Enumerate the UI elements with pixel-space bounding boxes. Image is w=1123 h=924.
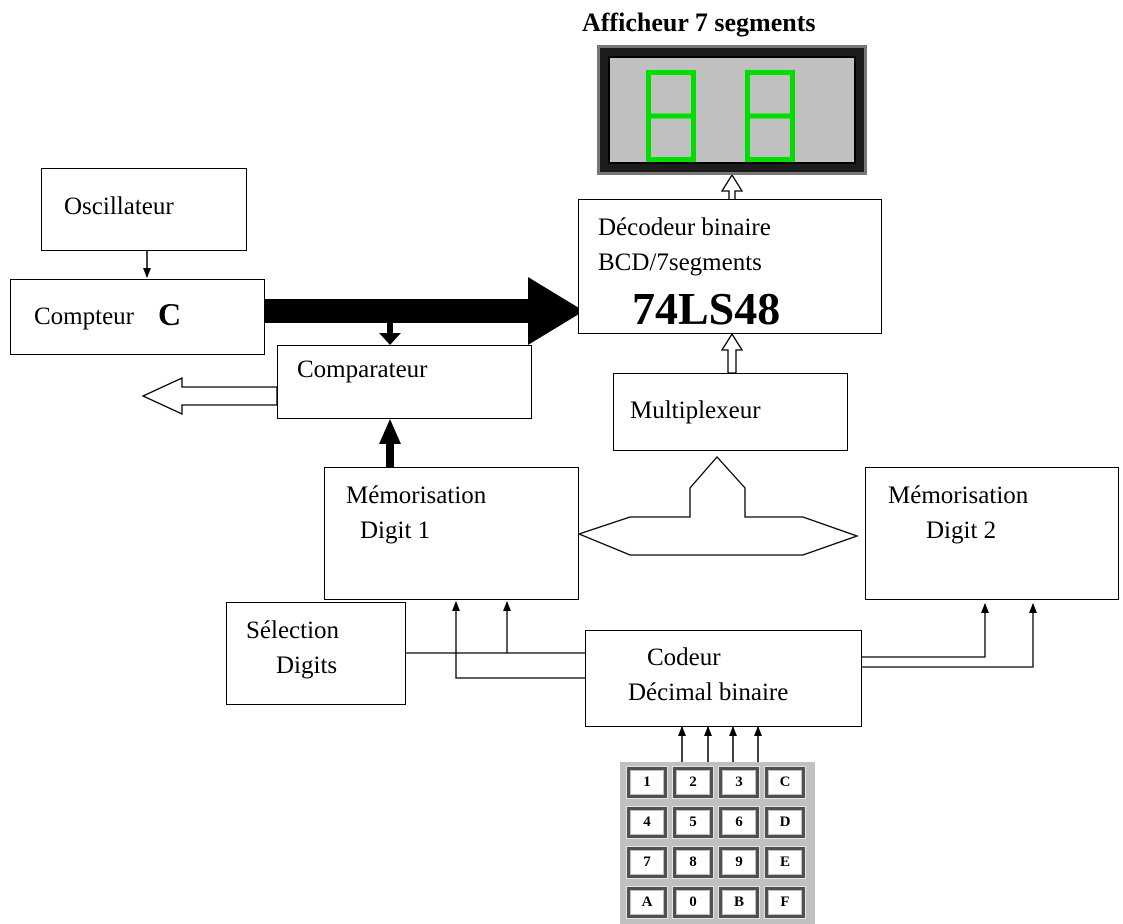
segment-e — [646, 116, 651, 162]
key-4[interactable]: 4 — [627, 807, 667, 838]
segment-d — [745, 157, 795, 162]
digit-selection-line2: Digits — [276, 652, 338, 679]
digit-2-segments — [745, 70, 795, 162]
segment-c — [691, 116, 696, 162]
key-c[interactable]: C — [765, 767, 805, 798]
key-f[interactable]: F — [765, 887, 805, 918]
comparator-label: Comparateur — [297, 356, 428, 383]
segment-f — [646, 70, 651, 116]
key-0[interactable]: 0 — [673, 887, 713, 918]
key-2[interactable]: 2 — [673, 767, 713, 798]
memory-digit2-line1: Mémorisation — [888, 482, 1029, 509]
memory-digit1-line1: Mémorisation — [346, 482, 487, 509]
key-1[interactable]: 1 — [627, 767, 667, 798]
oscillator-block — [41, 168, 247, 251]
segment-f — [745, 70, 750, 116]
key-a[interactable]: A — [627, 887, 667, 918]
memo-to-mux-bus — [577, 456, 859, 556]
key-b[interactable]: B — [719, 887, 759, 918]
segment-c — [790, 116, 795, 162]
segment-g — [745, 113, 795, 119]
key-d[interactable]: D — [765, 807, 805, 838]
key-3[interactable]: 3 — [719, 767, 759, 798]
digit-selection-line1: Sélection — [246, 617, 340, 644]
counter-to-decoder-bus — [265, 277, 584, 345]
multiplexer-block — [613, 373, 848, 451]
digit-1-segments — [646, 70, 696, 162]
mux-to-decoder-arrow — [720, 332, 744, 374]
encoder-line2: Décimal binaire — [628, 679, 789, 706]
segment-a — [745, 70, 795, 75]
key-7[interactable]: 7 — [627, 847, 667, 878]
key-5[interactable]: 5 — [673, 807, 713, 838]
comparator-block — [277, 345, 532, 419]
decoder-line1: Décodeur binaire — [598, 214, 771, 241]
decoder-line2: BCD/7segments — [598, 249, 762, 276]
key-6[interactable]: 6 — [719, 807, 759, 838]
key-e[interactable]: E — [765, 847, 805, 878]
memory-digit2-block — [865, 467, 1119, 600]
decoder-block — [578, 199, 882, 334]
segment-a — [646, 70, 696, 75]
display-title: Afficheur 7 segments — [582, 8, 816, 37]
segment-b — [691, 70, 696, 116]
encoder-line1: Codeur — [647, 644, 721, 671]
seven-segment-digits — [646, 70, 795, 162]
segment-e — [745, 116, 750, 162]
key-9[interactable]: 9 — [719, 847, 759, 878]
counter-letter: C — [158, 296, 182, 332]
decoder-chip-label: 74LS48 — [632, 283, 781, 334]
decoder-to-display-arrow — [720, 173, 744, 201]
memory-digit2-line2: Digit 2 — [926, 517, 997, 544]
segment-d — [646, 157, 696, 162]
comparator-output-arrow — [141, 376, 278, 416]
segment-g — [646, 113, 696, 119]
multiplexer-label: Multiplexeur — [630, 397, 761, 424]
seven-segment-display — [597, 45, 867, 175]
digit-selection-block — [226, 602, 406, 705]
key-8[interactable]: 8 — [673, 847, 713, 878]
segment-b — [790, 70, 795, 116]
encoder-block — [585, 630, 862, 727]
counter-label: Compteur — [34, 303, 134, 330]
memory-digit1-block — [324, 467, 579, 600]
counter-block — [10, 279, 265, 355]
oscillator-label: Oscillateur — [64, 193, 174, 220]
bus-to-comparator-arrow — [379, 323, 401, 345]
memory-digit1-line2: Digit 1 — [360, 517, 431, 544]
memo1-to-comparator-arrow — [379, 419, 401, 467]
